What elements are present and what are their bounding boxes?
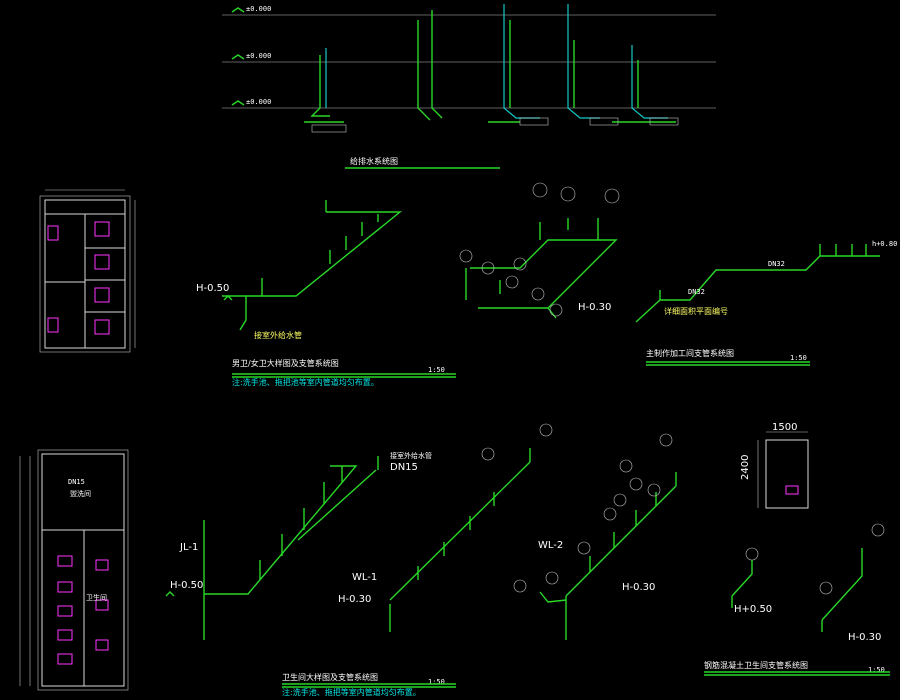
label-wl2: WL-2 (538, 540, 563, 551)
label-room: 卫生间 (86, 593, 107, 602)
label-h: H-0.50 (170, 580, 203, 591)
toilet-plan-small (39, 189, 136, 353)
label-dn32a: DN32 (688, 288, 705, 296)
mid-left-note: 注:洗手池、拖把池等室内管道均匀布置。 (232, 377, 379, 387)
mid-right-system: DN32 DN32 h+0.80 详细面积平面编号 主制作加工间支管系统图 1:… (635, 240, 897, 366)
label-dn15-plan: DN15 (68, 478, 85, 486)
level-label: ±0.000 (246, 52, 271, 60)
level-label: ±0.000 (246, 98, 271, 106)
bot-left-scale: 1:50 (428, 678, 445, 686)
label-room2: 盥洗间 (70, 489, 91, 498)
mid-right-scale: 1:50 (790, 354, 807, 362)
toilet-plan-tall: DN15 盥洗间 卫生间 (19, 449, 129, 691)
bot-left-title: 卫生间大样图及支管系统图 (282, 672, 378, 682)
bot-right-scale: 1:50 (868, 666, 885, 674)
mid-left-system: H-0.50 接室外给水管 男卫/女卫大样图及支管系统图 1:50 注:洗手池、… (196, 200, 456, 387)
bottom-right-system: 1500 2400 H+0.50 H-0.30 钢筋混凝土卫生间支管系统图 1:… (704, 422, 890, 676)
level-label: ±0.000 (246, 5, 271, 13)
label-top: 接室外给水管 (390, 451, 432, 460)
label-h: H-0.50 (196, 283, 229, 294)
top-system-diagram: ±0.000 ±0.000 ±0.000 给排水系统图 (222, 4, 716, 169)
bot-right-title: 钢筋混凝土卫生间支管系统图 (704, 660, 808, 670)
label-h: H-0.30 (622, 582, 655, 593)
label-note: 详细面积平面编号 (664, 306, 728, 316)
label-h: h+0.80 (872, 240, 897, 248)
mid-left-title: 男卫/女卫大样图及支管系统图 (232, 358, 339, 368)
label-h1: H+0.50 (734, 604, 772, 615)
label-wl1: WL-1 (352, 572, 377, 583)
label-h: H-0.30 (578, 302, 611, 313)
dim-h: 2400 (740, 455, 751, 480)
label-dn15: DN15 (390, 462, 418, 473)
dim-w: 1500 (772, 422, 797, 433)
bot-left-note: 注:洗手池、拖把等室内管道均匀布置。 (282, 687, 421, 697)
label-h2: H-0.30 (338, 594, 371, 605)
mid-left-scale: 1:50 (428, 366, 445, 374)
mid-right-title: 主制作加工间支管系统图 (646, 348, 734, 358)
bottom-center-system: WL-2 H-0.30 (513, 433, 677, 640)
mid-center-system: H-0.30 (459, 182, 620, 319)
label-jl: JL-1 (179, 542, 198, 553)
label-dn32b: DN32 (768, 260, 785, 268)
bottom-left-system: JL-1 H-0.50 接室外给水管 DN15 WL-1 H-0.30 卫生间大… (165, 423, 553, 697)
label-h2: H-0.30 (848, 632, 881, 643)
top-diagram-title: 给排水系统图 (350, 156, 398, 166)
label-note: 接室外给水管 (254, 330, 302, 340)
